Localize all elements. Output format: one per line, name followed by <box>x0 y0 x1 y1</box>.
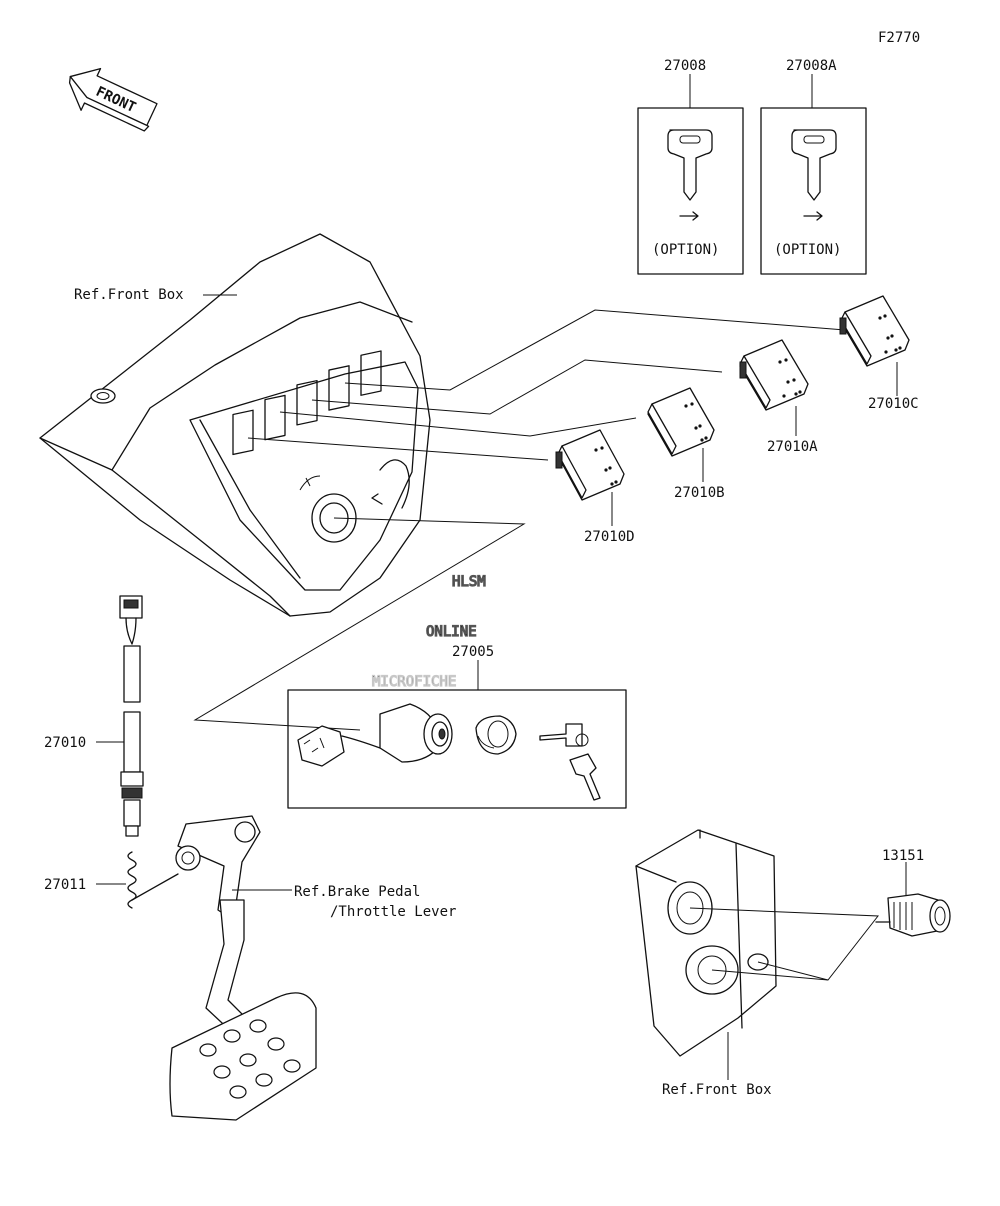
part-number-27010: 27010 <box>44 735 86 751</box>
switch-leader-lines <box>193 309 846 731</box>
spring-27011 <box>96 851 137 909</box>
part-number-27010C: 27010C <box>868 396 919 412</box>
part-number-27010D: 27010D <box>584 529 635 545</box>
brake-switch-27010 <box>96 595 144 837</box>
rocker-switch-27010D <box>555 429 625 526</box>
part-number-27010B: 27010B <box>674 485 725 501</box>
option-label-27008: (OPTION) <box>652 242 719 258</box>
ref-brake-pedal-line2: /Throttle Lever <box>330 904 456 920</box>
brake-pedal <box>131 815 317 1121</box>
ref-brake-pedal-line1: Ref.Brake Pedal <box>294 884 420 900</box>
figure-code: F2770 <box>878 30 920 46</box>
key-27008-group: 27008 (OPTION) <box>637 58 744 275</box>
front-box-panel-bottom <box>635 829 879 1080</box>
watermark-line1: HLSM <box>452 574 486 590</box>
watermark-line3: MICROFICHE <box>372 674 456 690</box>
part-number-27008A: 27008A <box>786 58 837 74</box>
ref-front-box-top-label: Ref.Front Box <box>74 287 184 303</box>
key-27008A-group: 27008A (OPTION) <box>760 58 867 275</box>
part-number-27010A: 27010A <box>767 439 818 455</box>
front-arrow-icon: FRONT <box>68 67 158 132</box>
ignition-switch-assembly-27005 <box>287 660 627 809</box>
part-number-27011: 27011 <box>44 877 86 893</box>
option-label-27008A: (OPTION) <box>774 242 841 258</box>
socket-13151 <box>875 862 951 937</box>
rocker-switch-27010C <box>839 295 910 396</box>
ref-front-box-bottom-label: Ref.Front Box <box>662 1082 772 1098</box>
rocker-switch-27010A <box>739 339 809 436</box>
rocker-switch-27010B <box>647 387 715 482</box>
part-number-27005: 27005 <box>452 644 494 660</box>
front-box-panel <box>39 233 431 617</box>
part-number-13151: 13151 <box>882 848 924 864</box>
part-number-27008: 27008 <box>664 58 706 74</box>
watermark: HLSM ONLINE MICROFICHE <box>371 573 486 690</box>
watermark-line2: ONLINE <box>426 624 477 640</box>
